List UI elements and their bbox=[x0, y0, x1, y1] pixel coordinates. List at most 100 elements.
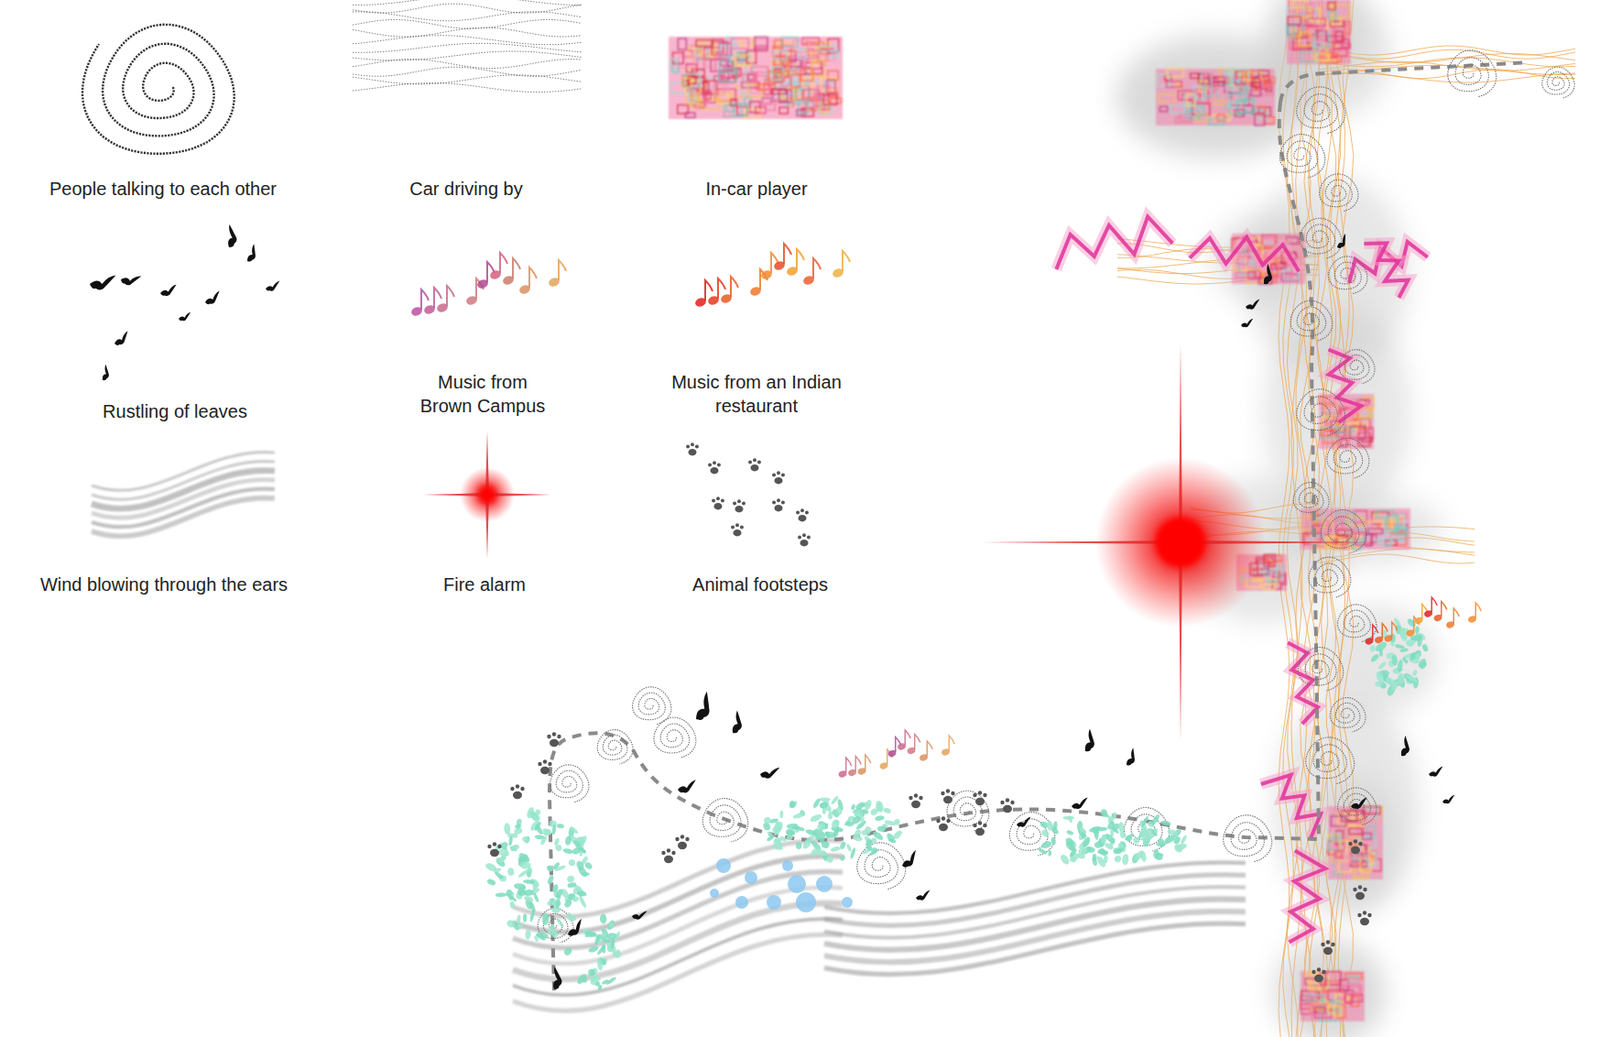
leaf bbox=[882, 806, 893, 815]
pixel bbox=[1236, 272, 1255, 278]
pixel bbox=[1170, 105, 1186, 113]
paw-toe bbox=[547, 761, 552, 766]
leaf bbox=[533, 820, 543, 832]
paw-pad bbox=[677, 841, 687, 849]
music-note bbox=[918, 740, 933, 762]
note-stem bbox=[865, 754, 871, 771]
paw-toe bbox=[772, 500, 776, 504]
pixel bbox=[1210, 76, 1229, 83]
paw-toe bbox=[740, 524, 744, 529]
sound-line bbox=[352, 35, 582, 45]
leaf bbox=[823, 830, 831, 840]
legend-label: People talking to each other bbox=[49, 176, 277, 201]
leaf bbox=[546, 900, 554, 906]
alarm-zigzag bbox=[1050, 213, 1175, 270]
leaf bbox=[788, 799, 799, 809]
music-note bbox=[831, 250, 850, 279]
music-note bbox=[435, 285, 455, 314]
paw-print bbox=[711, 496, 725, 510]
paw-print bbox=[972, 820, 987, 836]
paw-toe bbox=[1353, 838, 1358, 843]
leaf bbox=[1110, 811, 1118, 821]
leaf bbox=[1112, 847, 1125, 855]
pixel bbox=[1254, 112, 1265, 125]
pixel bbox=[1337, 426, 1354, 433]
paw-print bbox=[795, 508, 809, 522]
paw-pad bbox=[1350, 846, 1361, 854]
paw-toe bbox=[781, 472, 785, 477]
pixel bbox=[1286, 7, 1305, 15]
note-stem bbox=[446, 285, 455, 306]
zigzag-line bbox=[1363, 232, 1415, 300]
pixel bbox=[827, 79, 836, 94]
leaf bbox=[863, 798, 873, 811]
paw-print bbox=[707, 460, 721, 474]
pixel bbox=[1229, 102, 1241, 109]
pixel bbox=[1313, 0, 1324, 7]
leaf bbox=[1391, 653, 1399, 666]
water-splash bbox=[716, 858, 731, 873]
leaf bbox=[1397, 672, 1405, 685]
leaf bbox=[555, 823, 565, 829]
paw-toe bbox=[941, 816, 946, 820]
talk-spiral bbox=[1338, 787, 1377, 826]
pixel bbox=[730, 98, 738, 106]
leaf bbox=[1123, 832, 1135, 842]
leaf bbox=[583, 860, 594, 871]
bird bbox=[241, 243, 262, 263]
leaf bbox=[1121, 853, 1131, 866]
leaf bbox=[1140, 815, 1150, 828]
leaf bbox=[599, 913, 608, 924]
paw-toe bbox=[717, 462, 721, 467]
paw-pad bbox=[663, 855, 674, 863]
leaf bbox=[804, 833, 817, 844]
paw-pad bbox=[710, 467, 719, 475]
pixel bbox=[796, 109, 806, 116]
leaf bbox=[550, 929, 560, 939]
alarm-core bbox=[478, 486, 496, 503]
leaf bbox=[784, 827, 796, 837]
bird bbox=[1245, 299, 1260, 310]
paw-print bbox=[510, 783, 524, 799]
talk-spiral bbox=[946, 790, 990, 831]
leaf bbox=[584, 929, 598, 938]
pixel bbox=[832, 51, 839, 58]
paw-toe bbox=[748, 459, 752, 464]
paw-pad bbox=[735, 505, 744, 513]
sound-line bbox=[352, 3, 582, 13]
leaf bbox=[820, 839, 831, 849]
paw-print bbox=[936, 816, 950, 831]
pixel bbox=[1339, 979, 1350, 991]
leaf bbox=[862, 834, 874, 847]
paw-toe bbox=[1317, 967, 1321, 971]
talk-spiral bbox=[1223, 815, 1273, 862]
pixel bbox=[1358, 433, 1370, 447]
leaf bbox=[846, 842, 853, 852]
pixel bbox=[1262, 578, 1280, 585]
bird bbox=[564, 918, 586, 937]
bird bbox=[1428, 766, 1443, 777]
leaf bbox=[848, 847, 857, 860]
note-stem bbox=[1441, 601, 1448, 618]
leaf bbox=[516, 923, 523, 930]
leaf bbox=[1066, 829, 1075, 837]
leaf bbox=[513, 882, 527, 891]
pixel bbox=[1190, 73, 1200, 78]
pixel bbox=[1333, 49, 1348, 57]
paw-toe bbox=[543, 759, 547, 763]
paw-toe bbox=[680, 834, 685, 839]
bird bbox=[203, 290, 222, 305]
music-note bbox=[1433, 601, 1448, 623]
leaf bbox=[539, 835, 548, 847]
leaf bbox=[1377, 660, 1387, 671]
paw-print bbox=[685, 442, 699, 456]
paw-toe bbox=[537, 761, 542, 766]
paw-toe bbox=[695, 444, 699, 448]
wind-stroke bbox=[512, 887, 843, 964]
leaf bbox=[1416, 634, 1424, 648]
pixel bbox=[798, 100, 808, 114]
bird bbox=[1256, 263, 1279, 286]
pixel bbox=[1263, 117, 1274, 125]
pixel bbox=[714, 92, 733, 101]
pixel bbox=[1362, 832, 1372, 839]
